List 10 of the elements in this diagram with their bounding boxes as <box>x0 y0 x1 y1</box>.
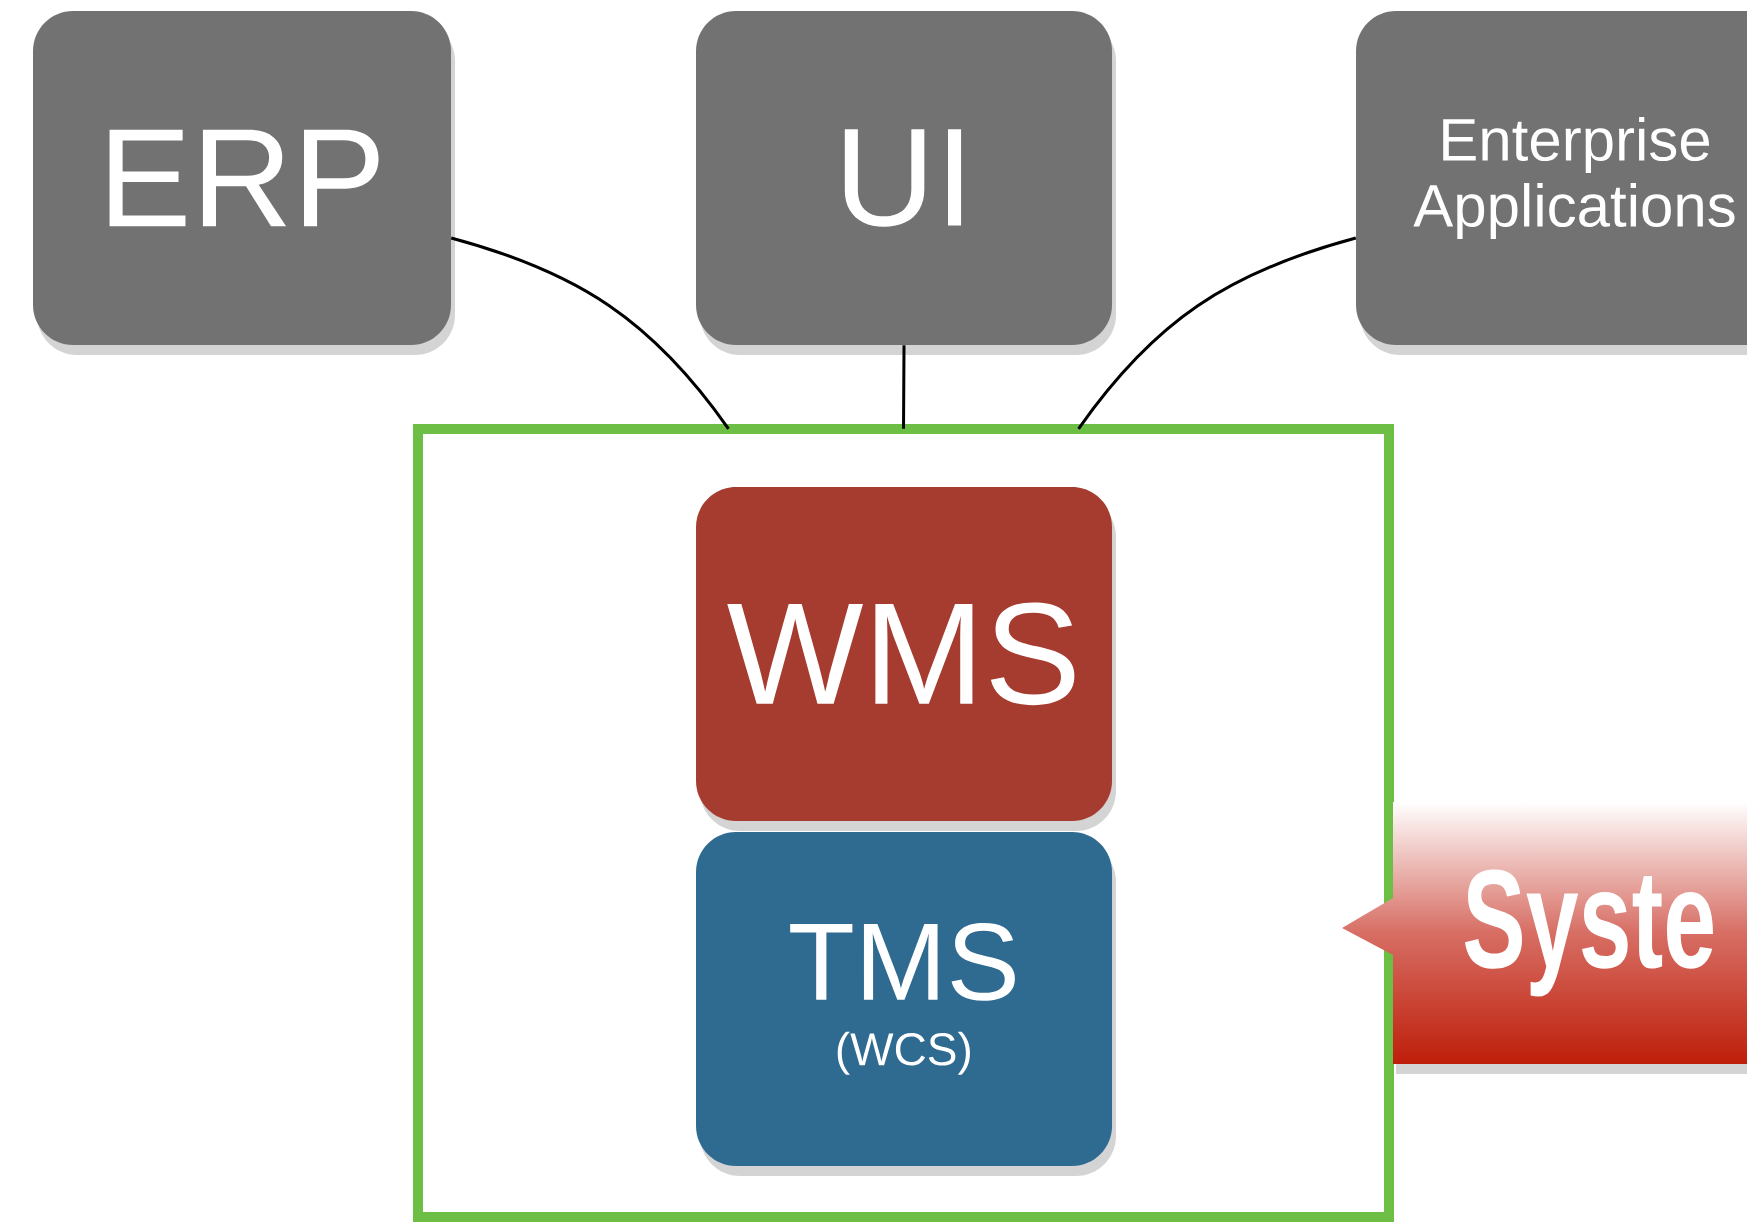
system-box: TMS (WCS) <box>696 832 1116 1176</box>
boundary-frame <box>413 424 1394 1222</box>
system-box: WMS <box>696 487 1116 831</box>
system-box: ERP <box>33 11 455 355</box>
system-box: UI <box>696 11 1116 355</box>
connector-line <box>902 345 906 429</box>
connector-line <box>1077 236 1357 430</box>
connector-line <box>450 236 730 430</box>
callout-banner: Syste <box>1342 802 1747 1074</box>
system-box: Enterprise Applications <box>1356 11 1747 355</box>
